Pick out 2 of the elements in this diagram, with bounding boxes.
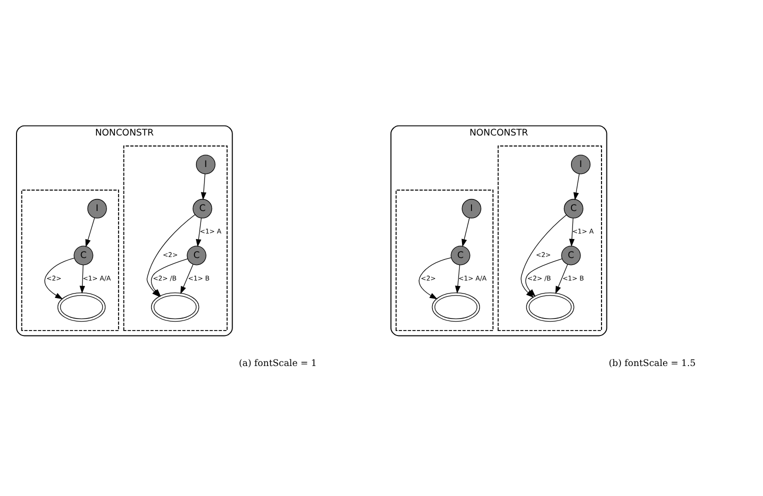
node-label: (a) fontScale = 1 xyxy=(238,359,317,370)
node-label: (b) fontScale = 1.5 xyxy=(608,359,696,370)
